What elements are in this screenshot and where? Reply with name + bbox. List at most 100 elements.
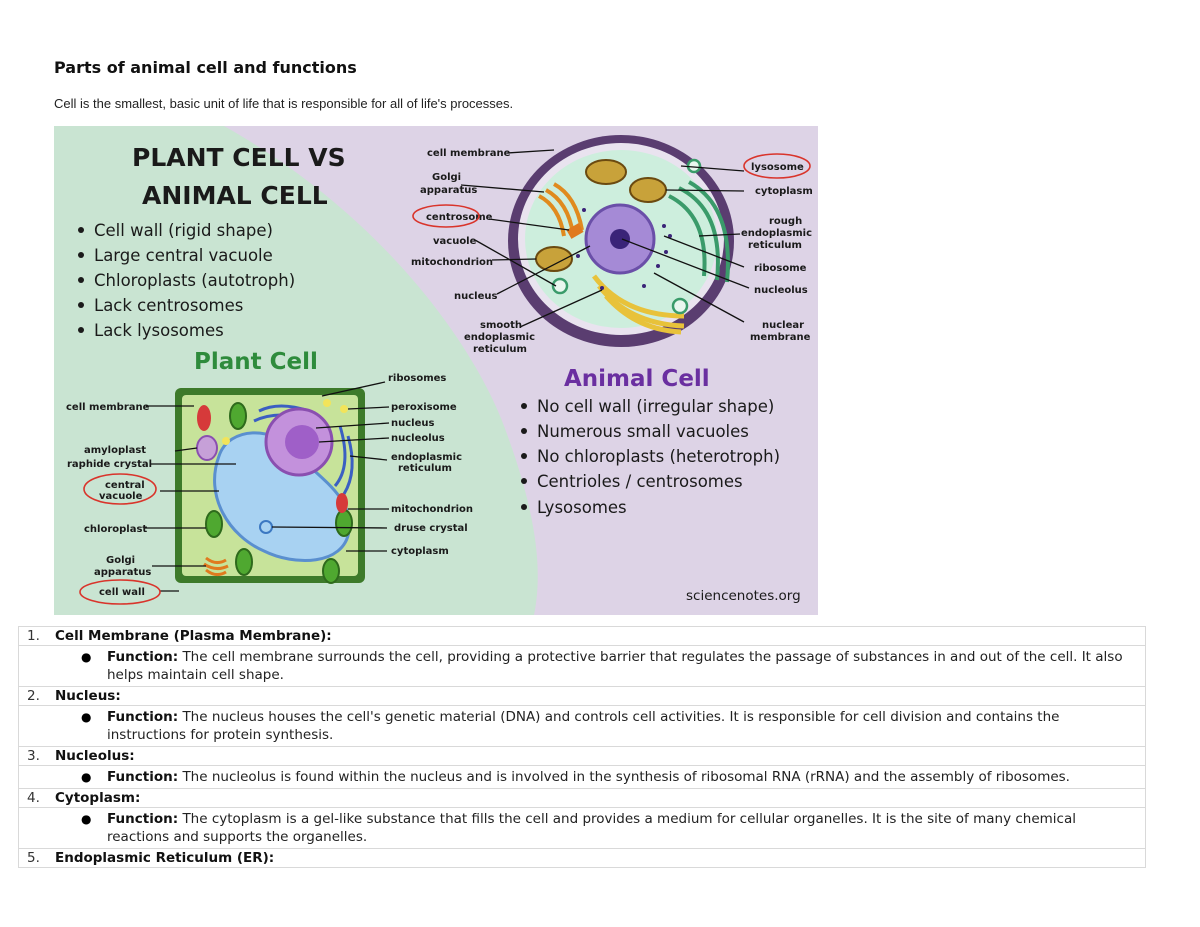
list-item-title: Cytoplasm: [55, 790, 141, 806]
animal-centrosome [566, 223, 584, 239]
animal-cell-title: Animal Cell [564, 366, 710, 392]
plant-cell-title: Plant Cell [194, 349, 318, 375]
animal-label-cytoplasm: cytoplasm [755, 186, 813, 197]
plant-point-4: Lack centrosomes [94, 296, 243, 315]
animal-nucleolus [610, 229, 630, 249]
plant-label-cell-membrane: cell membrane [66, 402, 150, 413]
figure-background-left [54, 126, 538, 615]
bullet-icon: ● [81, 812, 92, 826]
cell-parts-list: 1. Cell Membrane (Plasma Membrane): ● Fun… [18, 626, 1146, 868]
function-label: Function: [107, 709, 179, 725]
plant-label-central-2: vacuole [99, 491, 143, 502]
highlight-cell-wall [79, 579, 161, 605]
animal-label-rough-3: reticulum [748, 240, 802, 251]
animal-label-centrosome: centrosome [426, 212, 493, 223]
list-item-number: 4. [27, 790, 40, 806]
plant-chloroplast [205, 510, 223, 538]
animal-cell-drawing [508, 135, 734, 347]
highlight-central-vacuole [83, 473, 157, 505]
animal-point-1: No cell wall (irregular shape) [537, 397, 774, 416]
function-label: Function: [107, 811, 179, 827]
animal-point-2: Numerous small vacuoles [537, 422, 749, 441]
plant-mitochondrion [336, 493, 348, 513]
highlight-centrosome [412, 204, 480, 228]
plant-label-golgi-1: Golgi [106, 555, 135, 566]
list-item-title: Cell Membrane (Plasma Membrane): [55, 628, 332, 644]
plant-label-er-2: reticulum [398, 463, 452, 474]
figure-heading-line1: PLANT CELL VS [132, 143, 346, 172]
plant-label-ribosomes: ribosomes [388, 373, 446, 384]
plant-point-5: Lack lysosomes [94, 321, 224, 340]
list-item-title: Nucleolus: [55, 748, 135, 764]
figure-credit: sciencenotes.org [686, 588, 801, 604]
list-item-title: Nucleus: [55, 688, 121, 704]
plant-chloroplast [322, 558, 340, 584]
list-item-function: ● Function: The cytoplasm is a gel-like … [18, 807, 1146, 849]
plant-chloroplast [335, 509, 353, 537]
plant-bullet-dot [78, 327, 84, 333]
list-item-number: 3. [27, 748, 40, 764]
animal-rough-er [668, 180, 730, 283]
cell-comparison-graphic: PLANT CELL VS ANIMAL CELL Cell wall (rig… [54, 126, 818, 615]
plant-nucleolus [285, 425, 319, 459]
list-item-heading: 5.Endoplasmic Reticulum (ER): [18, 848, 1146, 868]
list-item-function: ● Function: The cell membrane surrounds … [18, 645, 1146, 687]
plant-bullet-dot [78, 252, 84, 258]
plant-label-nucleolus: nucleolus [391, 433, 445, 444]
plant-vs-animal-cell-figure: PLANT CELL VS ANIMAL CELL Cell wall (rig… [54, 126, 818, 615]
animal-label-smooth-3: reticulum [473, 344, 527, 355]
plant-peroxisome [340, 405, 348, 413]
animal-label-nuclear-2: membrane [750, 332, 811, 343]
plant-mitochondrion [197, 405, 211, 431]
list-item-heading: 4. Cytoplasm: [18, 788, 1146, 808]
plant-bullet-dot [78, 227, 84, 233]
plant-chloroplast [229, 402, 247, 430]
document-title: Parts of animal cell and functions [54, 58, 357, 77]
plant-label-cell-wall: cell wall [99, 587, 145, 598]
plant-peroxisome [222, 437, 230, 445]
list-item-number: 1. [27, 628, 40, 644]
plant-amyloplast [196, 435, 218, 461]
function-text: The cytoplasm is a gel-like substance th… [107, 811, 1076, 845]
function-text: The nucleus houses the cell's genetic ma… [107, 709, 1060, 743]
animal-vacuole [686, 158, 702, 174]
plant-label-peroxisome: peroxisome [391, 402, 457, 413]
animal-bullet-dot [521, 453, 527, 459]
animal-label-mitochondrion: mitochondrion [411, 257, 493, 268]
bullet-icon: ● [81, 710, 92, 724]
animal-point-4: Centrioles / centrosomes [537, 472, 743, 491]
animal-label-golgi-1: Golgi [432, 172, 461, 183]
document-intro: Cell is the smallest, basic unit of life… [54, 96, 514, 111]
animal-label-golgi-2: apparatus [420, 185, 477, 196]
plant-label-golgi-2: apparatus [94, 567, 151, 578]
bullet-icon: ● [81, 770, 92, 784]
animal-label-rough-1: rough [769, 216, 802, 227]
animal-mitochondrion [535, 246, 573, 272]
list-item-heading: 1. Cell Membrane (Plasma Membrane): [18, 626, 1146, 646]
plant-bullet-dot [78, 302, 84, 308]
plant-label-er-1: endoplasmic [391, 452, 462, 463]
animal-vacuole [551, 277, 569, 295]
list-item-number: 5. [27, 850, 40, 866]
plant-point-3: Chloroplasts (autotroph) [94, 271, 295, 290]
plant-label-nucleus: nucleus [391, 418, 434, 429]
animal-label-nucleus: nucleus [454, 291, 497, 302]
figure-heading-line2: ANIMAL CELL [142, 181, 328, 210]
function-text: The cell membrane surrounds the cell, pr… [107, 649, 1123, 683]
function-text: The nucleolus is found within the nucleu… [182, 769, 1070, 785]
plant-bullet-dot [78, 277, 84, 283]
plant-label-lines [144, 381, 390, 592]
animal-bullet-dot [521, 428, 527, 434]
animal-label-nucleolus: nucleolus [754, 285, 808, 296]
animal-bullet-dot [521, 478, 527, 484]
plant-peroxisome [323, 399, 331, 407]
plant-label-amyloplast: amyloplast [84, 445, 146, 456]
animal-bullet-dot [521, 403, 527, 409]
animal-mitochondrion [585, 159, 627, 185]
plant-label-mitochondrion: mitochondrion [391, 504, 473, 515]
list-item-number: 2. [27, 688, 40, 704]
animal-label-lysosome: lysosome [751, 162, 804, 173]
plant-label-raphide: raphide crystal [67, 459, 152, 470]
plant-label-central-1: central [105, 480, 145, 491]
animal-label-vacuole: vacuole [433, 236, 477, 247]
